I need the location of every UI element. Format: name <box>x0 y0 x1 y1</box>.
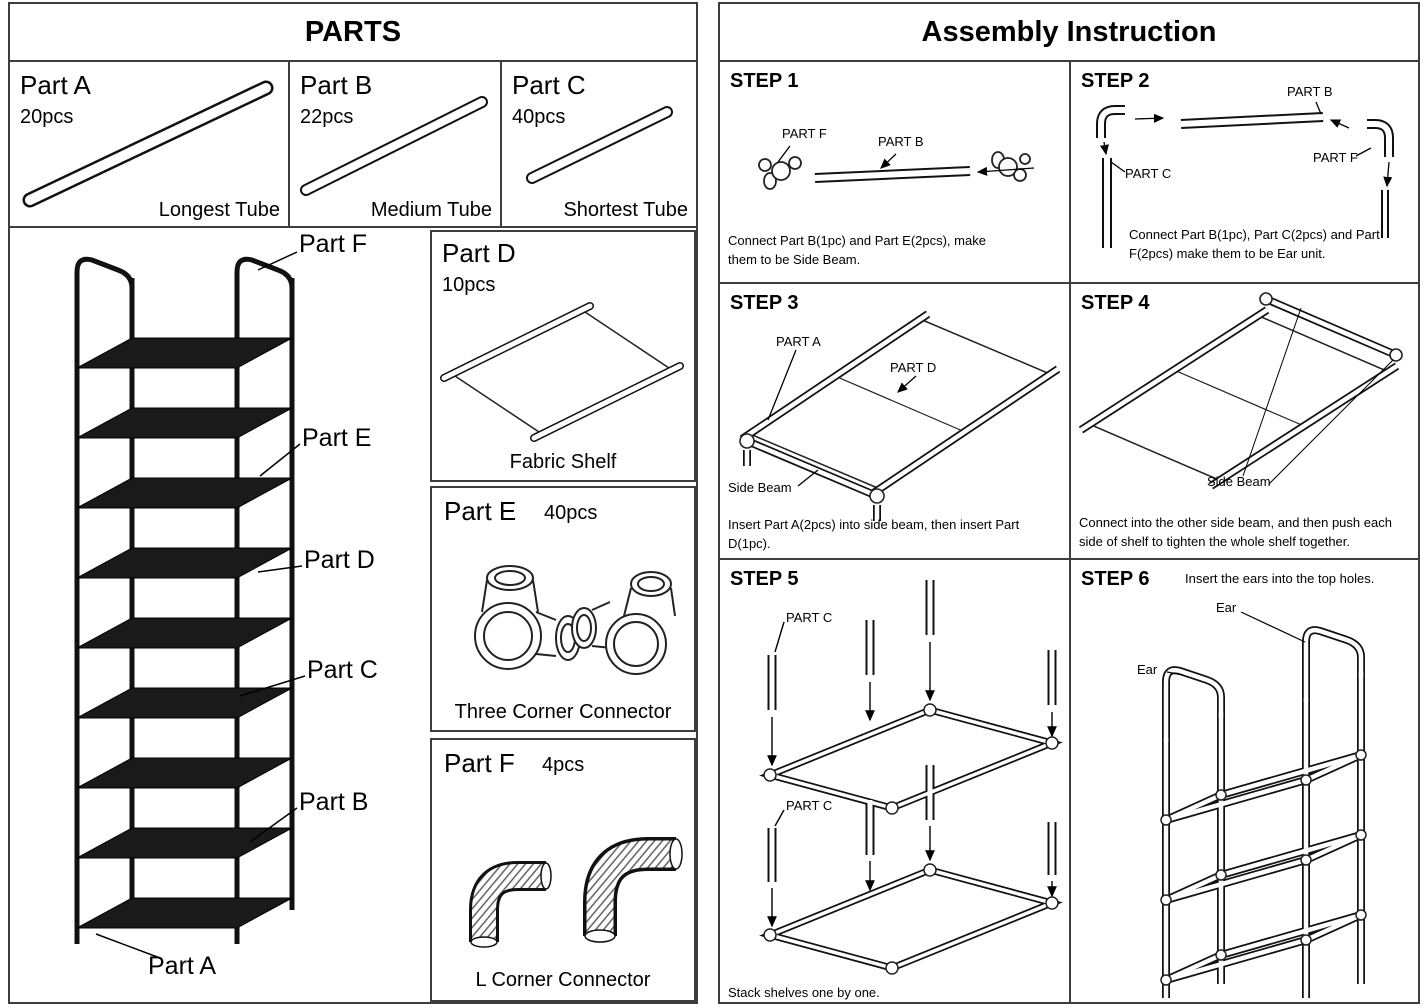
rack-callout-part-a: Part A <box>148 952 217 980</box>
step-2-illustration <box>1096 101 1394 248</box>
part-name: Part D <box>442 238 516 268</box>
part-caption: Shortest Tube <box>563 199 688 221</box>
step-label: STEP 5 <box>730 568 799 590</box>
callout-part-f: PART F <box>782 126 827 141</box>
part-caption: Longest Tube <box>158 199 280 221</box>
part-qty: 22pcs <box>300 106 354 128</box>
callout-part-b: PART B <box>1287 84 1333 99</box>
fabric-shelf-illustration <box>440 302 684 442</box>
part-caption: Medium Tube <box>370 199 492 221</box>
step-3-illustration <box>739 310 1061 521</box>
rack-figure: Part F Part E Part D Part C Part B Part … <box>12 228 432 1002</box>
callout-part-d: PART D <box>890 360 937 375</box>
step-label: STEP 2 <box>1081 70 1150 92</box>
rack-callout-part-b: Part B <box>299 788 369 816</box>
step-text: Insert Part A(2pcs) into side beam, then… <box>728 517 1020 551</box>
part-qty: 4pcs <box>542 754 585 776</box>
rack-callout-part-f: Part F <box>299 230 368 258</box>
callout-part-a: PART A <box>776 334 821 349</box>
part-caption: L Corner Connector <box>475 969 651 991</box>
step-text: Stack shelves one by one. <box>728 985 880 1000</box>
medium-tube-illustration <box>300 96 488 196</box>
step-5-cell: STEP 5 PART C PART C Stack shelves one b… <box>720 560 1071 1002</box>
callout-part-f: PART F <box>1313 150 1358 165</box>
callout-side-beam: Side Beam <box>1207 474 1271 489</box>
step-5-illustration <box>759 580 1063 975</box>
l-corner-connector-illustration <box>469 837 683 948</box>
step-6-illustration <box>1160 611 1367 998</box>
part-name: Part A <box>20 70 91 100</box>
part-f-box: Part F 4pcs L Corner Connector <box>430 738 696 1002</box>
parts-panel: PARTS Part A 20pcs Longest Tube Part B 2… <box>8 2 698 1004</box>
part-qty: 40pcs <box>544 502 598 524</box>
part-caption: Fabric Shelf <box>509 451 617 473</box>
callout-ear-1: Ear <box>1216 600 1237 615</box>
step-3-cell: STEP 3 PART A PART D Side Beam Insert Pa… <box>720 284 1071 560</box>
step-1-illustration <box>758 145 1035 190</box>
part-b-box: Part B 22pcs Medium Tube <box>290 62 502 228</box>
step-note: Insert the ears into the top holes. <box>1185 571 1375 586</box>
step-label: STEP 6 <box>1081 568 1150 590</box>
assembly-panel: Assembly Instruction STEP 1 PART F PART … <box>718 2 1420 1004</box>
part-qty: 20pcs <box>20 106 74 128</box>
callout-part-b: PART B <box>878 134 924 149</box>
step-4-illustration <box>1078 292 1403 490</box>
part-e-box: Part E 40pcs Three Corner Connector <box>430 486 696 732</box>
step-label: STEP 1 <box>730 70 799 92</box>
step-text: Connect into the other side beam, and th… <box>1079 515 1392 549</box>
three-corner-connector-illustration <box>474 565 676 675</box>
part-qty: 40pcs <box>512 106 566 128</box>
rack-illustration <box>74 251 306 959</box>
part-caption: Three Corner Connector <box>454 701 672 723</box>
part-name: Part F <box>444 748 515 778</box>
step-text: Connect Part B(1pc) and Part E(2pcs), ma… <box>728 233 986 267</box>
long-tube-illustration <box>22 80 274 208</box>
step-label: STEP 3 <box>730 292 799 314</box>
step-6-cell: STEP 6 Insert the ears into the top hole… <box>1071 560 1418 1002</box>
step-text: Connect Part B(1pc), Part C(2pcs) and Pa… <box>1129 227 1380 261</box>
step-4-cell: STEP 4 Side Beam Connect into the other … <box>1071 284 1418 560</box>
part-name: Part B <box>300 70 373 100</box>
callout-part-c-2: PART C <box>786 798 833 813</box>
rack-callout-part-e: Part E <box>302 424 372 452</box>
part-a-box: Part A 20pcs Longest Tube <box>10 62 290 228</box>
parts-title: PARTS <box>10 4 696 62</box>
callout-part-c-1: PART C <box>786 610 833 625</box>
part-d-box: Part D 10pcs Fabric Shelf <box>430 230 696 482</box>
rack-callout-part-c: Part C <box>307 656 378 684</box>
part-name: Part E <box>444 496 517 526</box>
step-1-cell: STEP 1 PART F PART B Connect Part B(1pc)… <box>720 62 1071 284</box>
step-label: STEP 4 <box>1081 292 1150 314</box>
rack-callout-part-d: Part D <box>304 546 375 574</box>
callout-part-c: PART C <box>1125 166 1172 181</box>
step-2-cell: STEP 2 PART B PART C PART F Connect Part… <box>1071 62 1418 284</box>
part-qty: 10pcs <box>442 274 496 296</box>
callout-side-beam: Side Beam <box>728 480 792 495</box>
assembly-title: Assembly Instruction <box>720 4 1418 62</box>
part-name: Part C <box>512 70 586 100</box>
part-c-box: Part C 40pcs Shortest Tube <box>502 62 696 228</box>
short-tube-illustration <box>526 106 673 184</box>
callout-ear-2: Ear <box>1137 662 1158 677</box>
